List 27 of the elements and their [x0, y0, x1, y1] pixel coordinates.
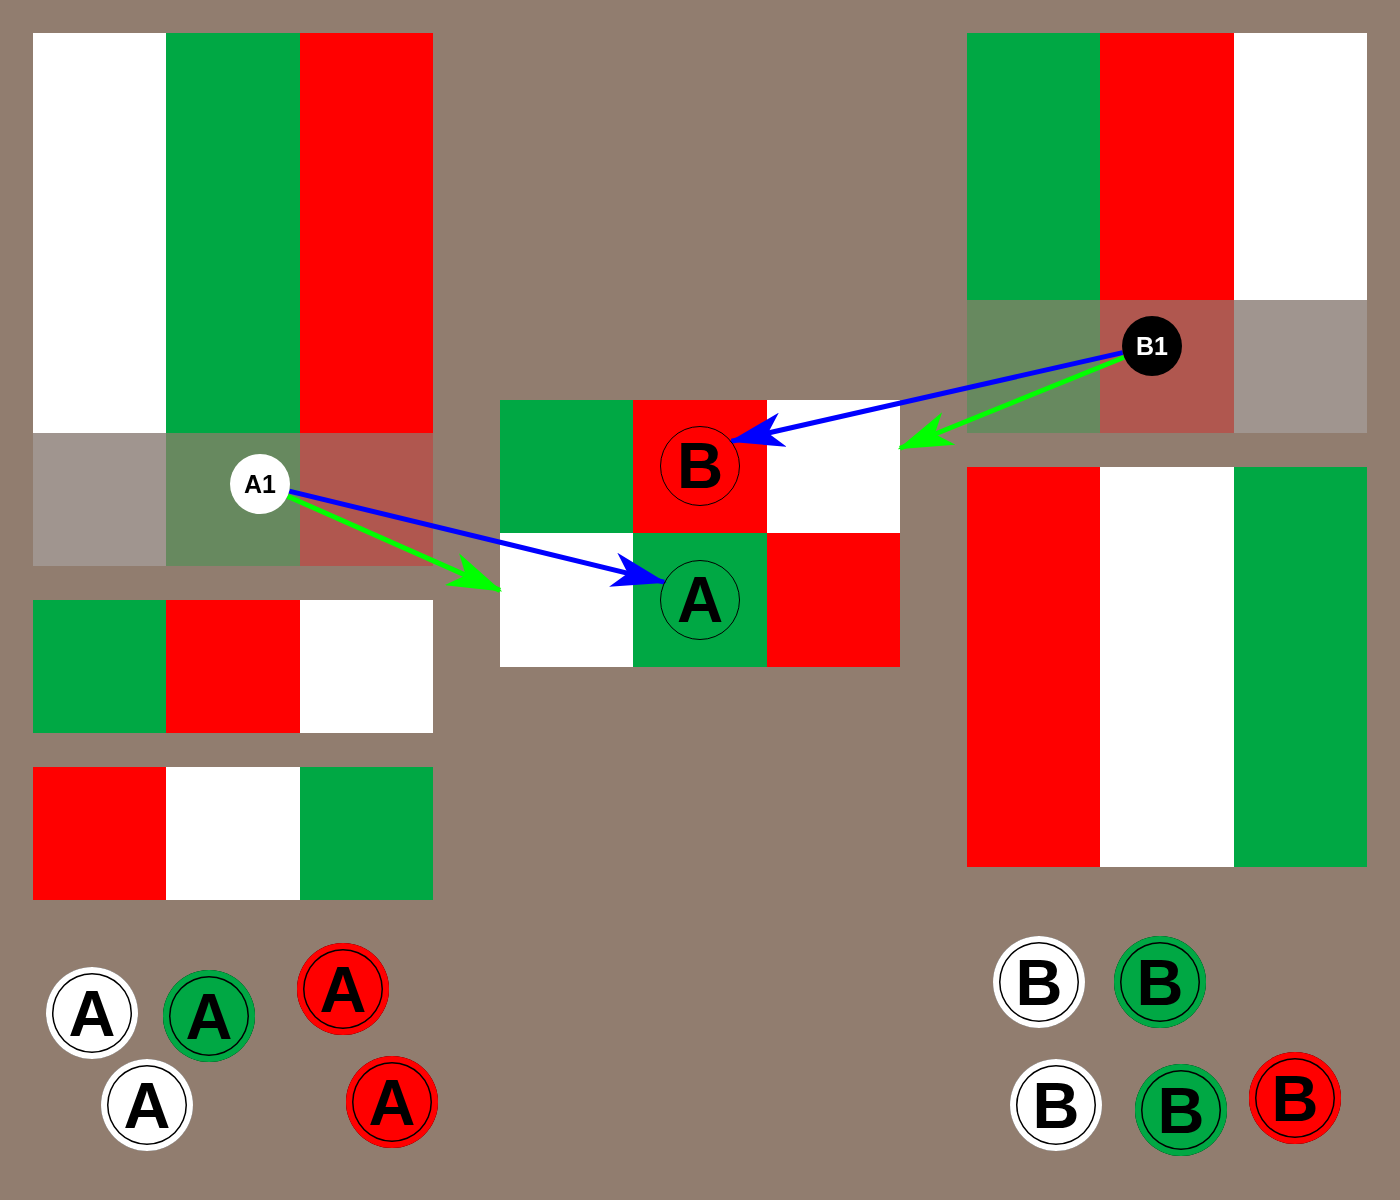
flag	[967, 33, 1367, 433]
token-letter: B	[1136, 949, 1184, 1015]
position-marker	[1122, 316, 1182, 376]
flag	[500, 533, 900, 667]
flag	[33, 767, 433, 900]
token-letter: A	[676, 568, 724, 632]
token-letter: A	[185, 983, 233, 1049]
flag	[500, 400, 900, 533]
arrow	[897, 355, 1126, 451]
token-letter: A	[68, 980, 116, 1046]
token-letter: B	[1015, 949, 1063, 1015]
position-marker	[230, 454, 290, 514]
token-letter: B	[1157, 1077, 1205, 1143]
token-letter: B	[1032, 1072, 1080, 1138]
flag	[33, 33, 433, 566]
marker-label: A1	[244, 471, 276, 497]
flag	[33, 600, 433, 733]
token-letter: B	[1271, 1065, 1319, 1131]
arrow	[288, 488, 667, 587]
arrow	[286, 493, 503, 593]
flag	[967, 467, 1367, 867]
token-letter: A	[368, 1069, 416, 1135]
token-letter: B	[676, 434, 724, 498]
token-letter: A	[319, 956, 367, 1022]
arrow	[729, 350, 1124, 447]
marker-label: B1	[1136, 333, 1168, 359]
token-letter: A	[123, 1072, 171, 1138]
